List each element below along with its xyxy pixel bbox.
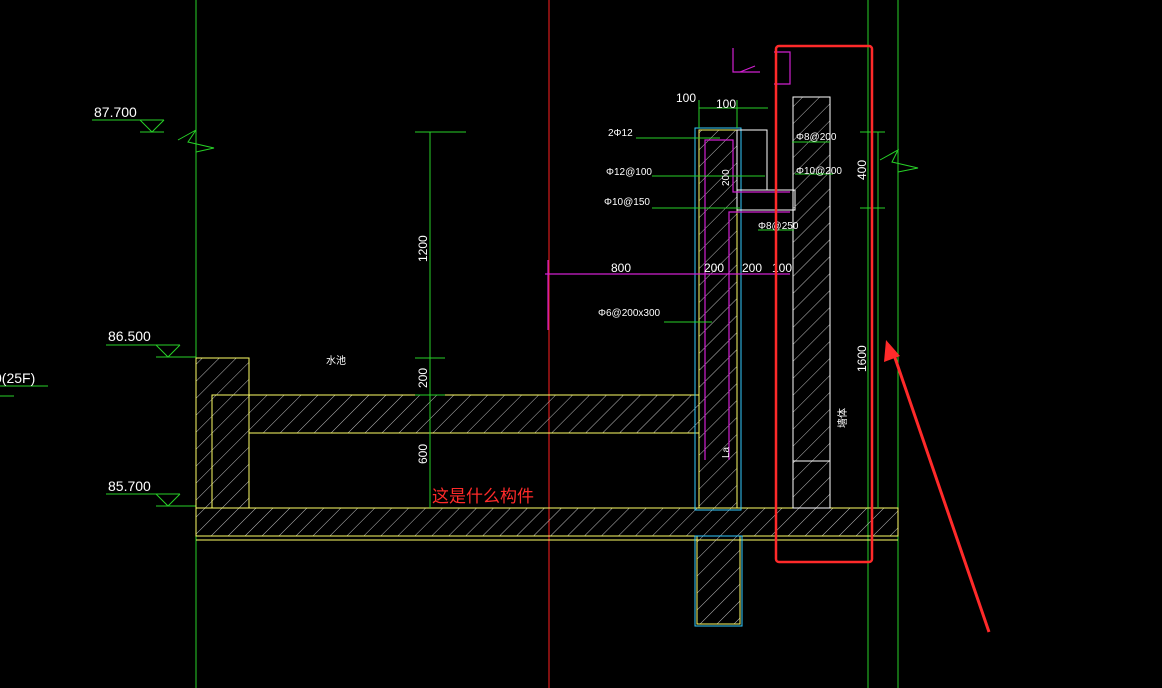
note-texts: 水池 墙体 <box>326 354 849 428</box>
rebar-label-la: La <box>721 446 732 458</box>
rebar-label-phi12-100: Φ12@100 <box>606 167 652 178</box>
note-wall: 墙体 <box>836 408 849 428</box>
dim-200-v: 200 <box>416 368 430 388</box>
grid-lines <box>177 0 919 688</box>
dim-600: 600 <box>416 444 430 464</box>
concrete-structure <box>195 96 899 627</box>
highlight-annotation: 这是什么构件 <box>432 44 991 633</box>
dimension-texts: 100 100 800 200 200 100 1200 200 600 400… <box>416 91 869 464</box>
rebar-label-phi8-200: Φ8@200 <box>796 132 837 143</box>
level-marker-87700: 87.700 <box>92 104 165 133</box>
level-87700-text: 87.700 <box>94 104 137 120</box>
dim-400: 400 <box>855 160 869 180</box>
rebar-label-2phi12: 2Φ12 <box>608 128 633 139</box>
dim-top-100-a: 100 <box>676 91 696 105</box>
rebar-label-phi8-250: Φ8@250 <box>758 221 799 232</box>
question-text: 这是什么构件 <box>432 487 534 506</box>
arrow-shaft <box>891 351 991 633</box>
dim-1200: 1200 <box>416 235 430 262</box>
level-marker-86500: 86.500 <box>106 328 196 358</box>
rebar-label-texts: 2Φ12 Φ12@100 Φ10@150 Φ6@200x300 Φ8@200 Φ… <box>598 128 842 458</box>
level-86500-text: 86.500 <box>108 328 151 344</box>
rebar-label-phi10-200: Φ10@200 <box>796 166 842 177</box>
level-85700-text: 85.700 <box>108 478 151 494</box>
rebar-label-phi10-150: Φ10@150 <box>604 197 650 208</box>
dim-1600: 1600 <box>855 345 869 372</box>
dim-200-inner: 200 <box>721 169 732 186</box>
rebar-label-phi6-200x300: Φ6@200x300 <box>598 308 660 319</box>
note-pool: 水池 <box>326 354 346 367</box>
floor-text: 0(25F) <box>0 370 35 386</box>
rebar-lines <box>545 48 791 460</box>
dim-800: 800 <box>611 261 631 275</box>
dim-200-a: 200 <box>704 261 724 275</box>
floor-label: 0(25F) <box>0 370 48 397</box>
highlight-box <box>774 44 874 564</box>
level-marker-85700: 85.700 <box>106 478 196 507</box>
arrow-head-icon <box>884 340 900 362</box>
dim-top-100-b: 100 <box>716 97 736 111</box>
dim-200-b: 200 <box>742 261 762 275</box>
